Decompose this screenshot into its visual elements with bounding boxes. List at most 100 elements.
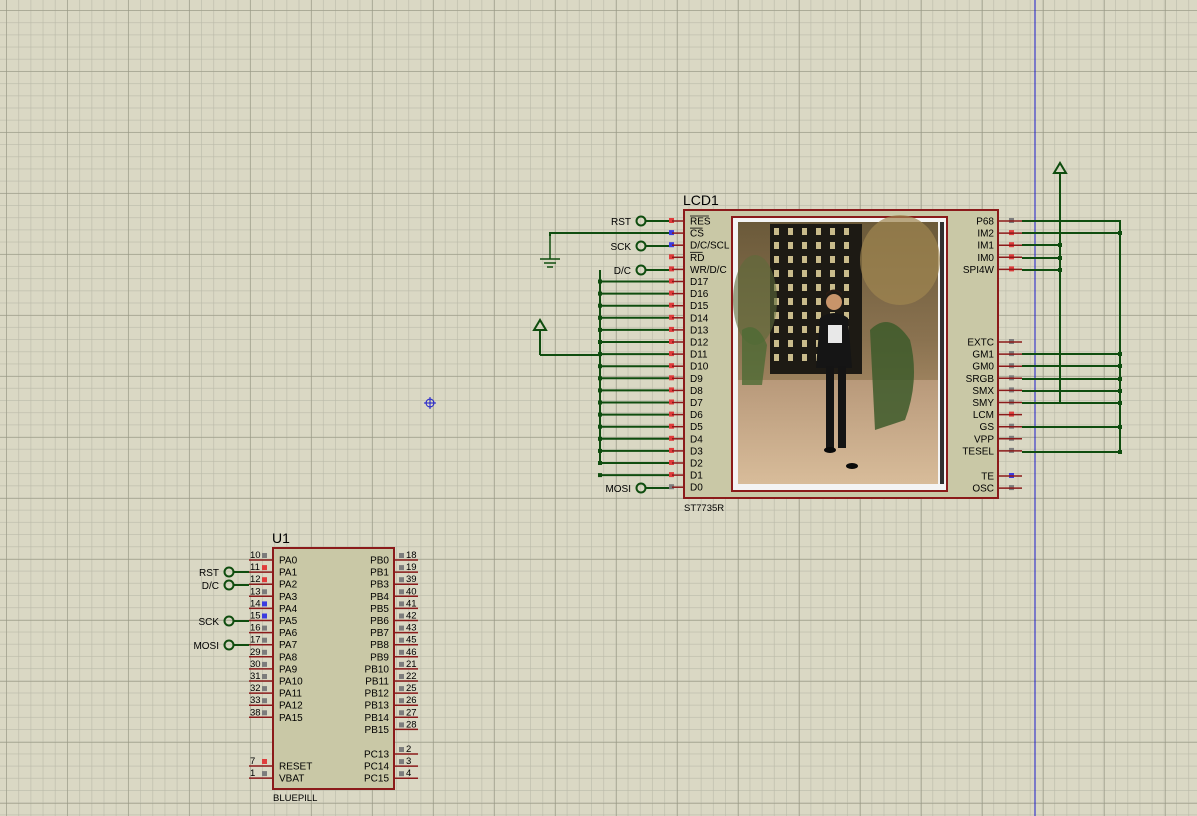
lcd-pin-right[interactable]: IM2	[977, 229, 1022, 240]
lcd-pin-right[interactable]: SPI4W	[963, 265, 1022, 276]
lcd-pin-left[interactable]: D2	[669, 459, 703, 470]
lcd-pin-left[interactable]: D9	[669, 374, 703, 385]
lcd-pin-left[interactable]: WR/D/C	[669, 265, 727, 276]
lcd-pin-right[interactable]: GS	[980, 422, 1022, 433]
lcd-pin-left-label: RES	[690, 217, 711, 228]
lcd-pin-left[interactable]: D11	[669, 350, 708, 361]
lcd-pin-left[interactable]: D17	[669, 277, 709, 288]
lcd-pin-right[interactable]: TE	[981, 472, 1022, 483]
lcd-pin-left[interactable]: D3	[669, 446, 703, 457]
lcd-pin-left[interactable]: D7	[669, 398, 703, 409]
lcd-terminals[interactable]: RST SCK D/C MOSI	[605, 215, 647, 496]
lcd-pin-right[interactable]: GM1	[972, 350, 1022, 361]
mcu-terminal-rst[interactable]: RST	[199, 566, 235, 580]
mcu-body[interactable]	[272, 547, 395, 790]
lcd-pin-left[interactable]: D6	[669, 410, 703, 421]
lcd-pin-left[interactable]: D8	[669, 386, 703, 397]
mcu-pin-number: 16	[250, 623, 261, 634]
junction-dot	[598, 279, 602, 284]
lcd-pin-right[interactable]: IM0	[977, 253, 1022, 264]
lcd-pin-left[interactable]: D4	[669, 434, 703, 445]
lcd-pin-left[interactable]: RD	[669, 251, 704, 264]
lcd-pin-left[interactable]: D10	[669, 362, 709, 373]
mcu-pin-right-label: PB10	[365, 664, 390, 675]
lcd-pin-left[interactable]: D5	[669, 422, 703, 433]
lcd-pin-right[interactable]: EXTC	[967, 338, 1022, 349]
pin-marker	[669, 484, 674, 490]
lcd-pin-right[interactable]: LCM	[973, 410, 1022, 421]
mcu-terminal-sck[interactable]: SCK	[198, 615, 235, 629]
terminal-dc[interactable]: D/C	[614, 264, 647, 278]
mcu-terminals[interactable]: RST D/C SCK MOSI	[193, 566, 235, 653]
lcd-pin-left[interactable]: D15	[669, 301, 709, 312]
mcu-terminal-dc[interactable]: D/C	[202, 579, 235, 593]
lcd-pin-right[interactable]: IM1	[977, 241, 1022, 252]
lcd-pin-right[interactable]: P68	[976, 217, 1022, 228]
lcd-pin-left[interactable]: D13	[669, 325, 709, 336]
terminal-sck[interactable]: SCK	[610, 240, 647, 254]
mcu-pin-number: 13	[250, 586, 261, 597]
lcd-pin-left[interactable]: D12	[669, 338, 709, 349]
lcd-pin-right[interactable]: OSC	[972, 484, 1022, 495]
lcd-pin-right[interactable]: TESEL	[962, 446, 1022, 457]
junction-dot	[598, 412, 602, 417]
lcd-pin-right[interactable]: SRGB	[966, 374, 1022, 385]
lcd-pin-left[interactable]: D/C/SCL	[669, 241, 730, 252]
lcd-pin-left[interactable]: D16	[669, 289, 709, 300]
terminal-mosi[interactable]: MOSI	[605, 482, 647, 496]
lcd-pin-left[interactable]: CS	[669, 227, 704, 240]
lcd-pin-left[interactable]: D14	[669, 313, 709, 324]
mcu-pin-number: 18	[406, 550, 417, 561]
pin-marker	[262, 601, 267, 607]
terminal-rst[interactable]: RST	[611, 215, 647, 229]
lcd-pin-left[interactable]: D1	[669, 471, 703, 482]
wall-light	[788, 242, 793, 249]
lcd-pin-left[interactable]: D0	[669, 483, 703, 494]
lcd-component[interactable]: LCD1	[669, 192, 1022, 514]
lcd-pin-right[interactable]: SMY	[972, 398, 1022, 409]
mcu-terminal-mosi[interactable]: MOSI	[193, 639, 235, 653]
lcd-pin-right[interactable]: VPP	[974, 434, 1022, 445]
wall-light	[802, 242, 807, 249]
lcd-pin-right[interactable]: SMX	[972, 386, 1022, 397]
lcd-pin-left[interactable]: RES	[669, 215, 711, 228]
lcd-pin-right[interactable]: GM0	[972, 362, 1022, 373]
mcu-pin-number: 3	[406, 756, 411, 767]
